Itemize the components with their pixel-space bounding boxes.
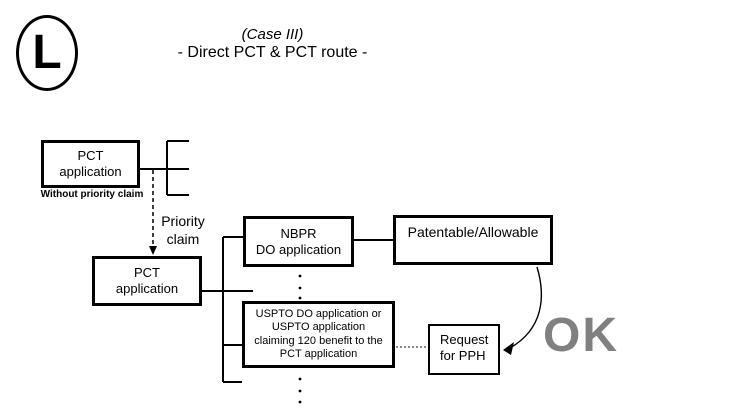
node-patentable-allowable: Patentable/Allowable <box>393 215 553 265</box>
branch-trunk-lines <box>202 236 253 383</box>
node-text: PCT <box>77 148 104 163</box>
case-letter: L <box>32 26 62 79</box>
node-text: USPTO application <box>271 321 366 333</box>
patentable-pph-curve-arrow <box>509 266 543 349</box>
node-text: claiming 120 benefit to the <box>254 334 383 347</box>
ellipsis-dots-bottom <box>298 377 302 404</box>
diagram-title: (Case III) - Direct PCT & PCT route - <box>150 26 395 62</box>
node-uspto-application: USPTO DO application or USPTO applicatio… <box>242 301 395 368</box>
node-text: NBPR <box>280 225 317 241</box>
designation-fork-lines <box>140 140 189 196</box>
node-nbpr-do-application: NBPR DO application <box>243 216 354 267</box>
case-letter-badge: L <box>16 15 78 91</box>
node-text: for PPH <box>440 348 486 363</box>
node-text: DO application <box>255 241 342 257</box>
node-pct-application-top: PCT application <box>41 140 140 188</box>
node-text: USPTO DO application or <box>255 307 382 320</box>
without-priority-claim-caption: Without priority claim <box>40 189 144 200</box>
curve-arrowhead <box>503 342 514 355</box>
node-text: application <box>115 281 179 296</box>
node-text: Request <box>440 332 489 347</box>
node-text: PCT <box>134 265 160 280</box>
node-text: application <box>59 164 122 179</box>
priority-claim-label: Priority claim <box>156 213 210 248</box>
case-label: (Case III) <box>241 26 304 43</box>
route-subtitle: - Direct PCT & PCT route - <box>177 44 368 61</box>
priority-claim-line1: Priority <box>161 213 205 229</box>
priority-claim-arrowhead <box>149 246 157 255</box>
ok-status-text: OK <box>543 309 619 362</box>
node-request-for-pph: Request for PPH <box>428 324 500 375</box>
node-pct-application-main: PCT application <box>92 256 202 306</box>
ellipsis-dots-middle <box>298 274 302 300</box>
node-text: PCT application <box>279 348 358 360</box>
node-text: Patentable/Allowable <box>407 224 539 240</box>
priority-claim-line2: claim <box>166 230 200 247</box>
